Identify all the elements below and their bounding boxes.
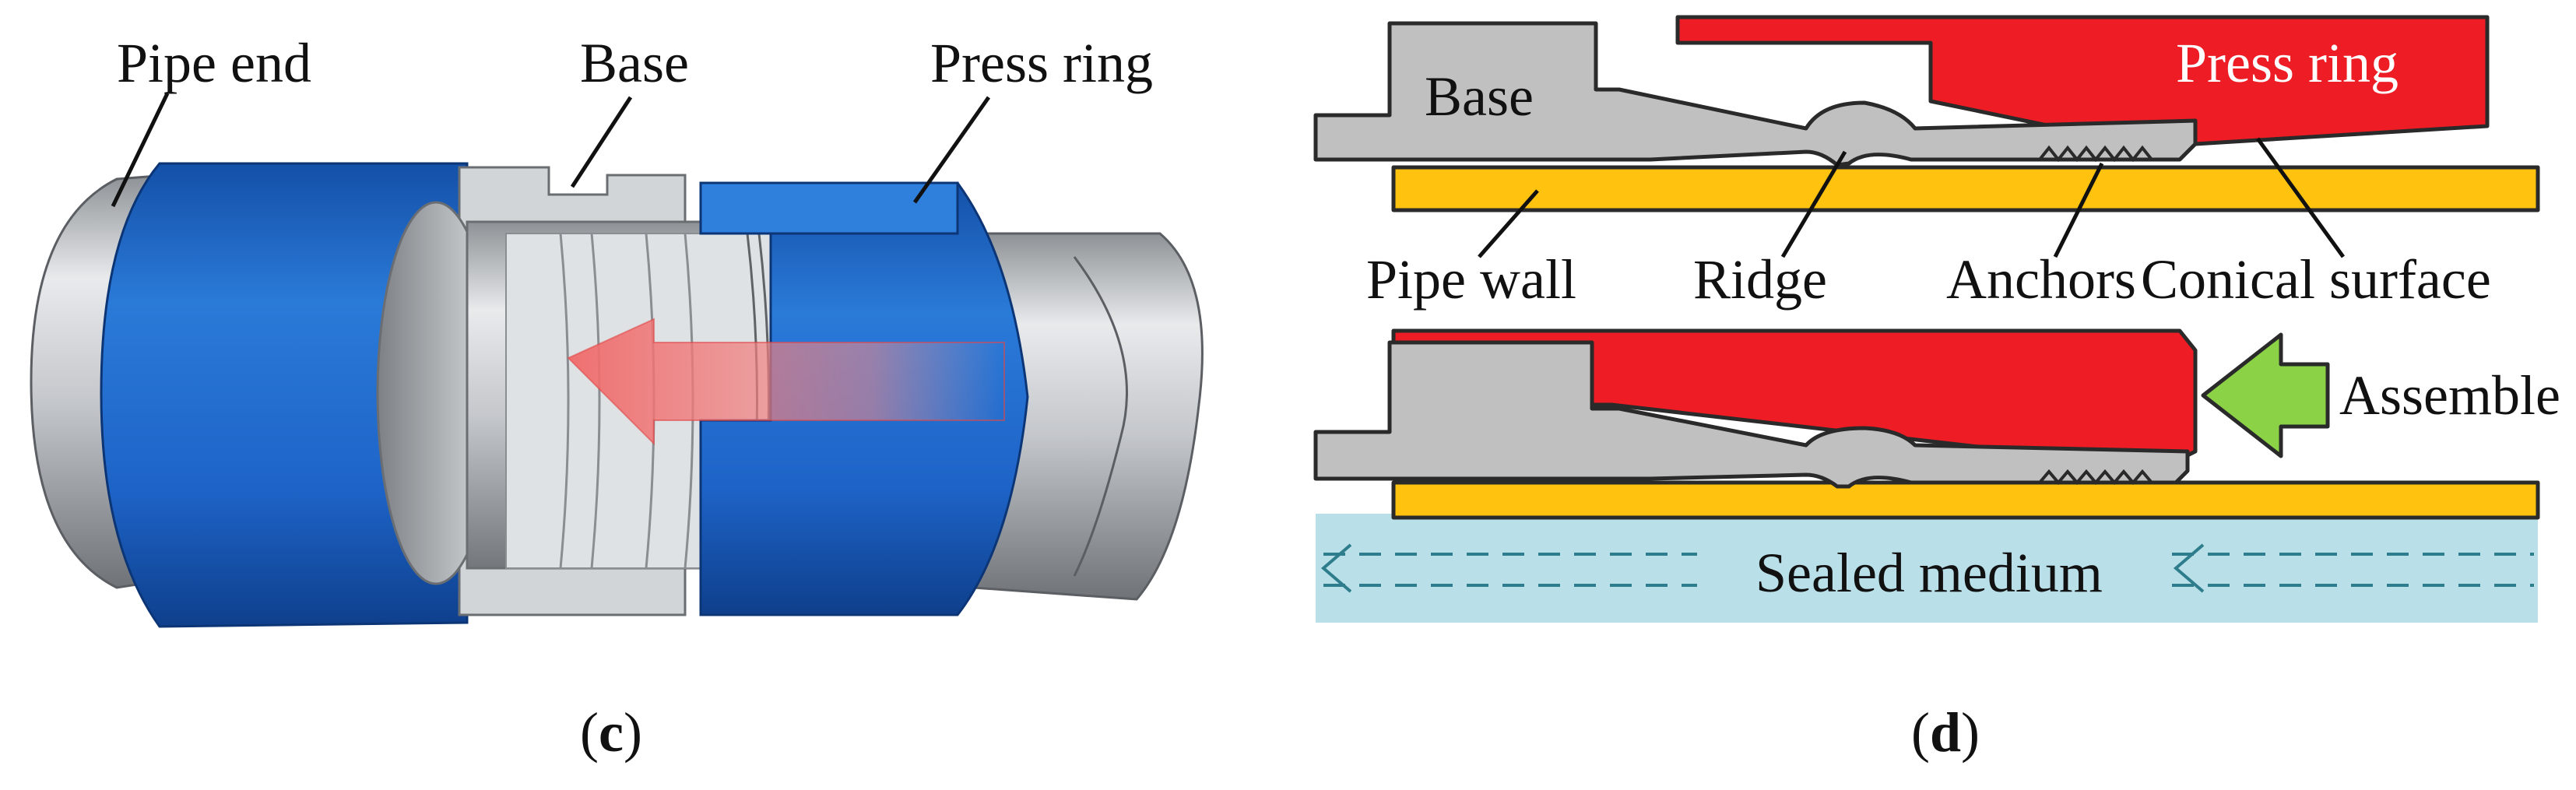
flow-lines bbox=[1323, 553, 2534, 587]
label-pipe-end: Pipe end bbox=[117, 32, 311, 94]
label-anchors: Anchors bbox=[1946, 248, 2136, 311]
sealed-medium-region bbox=[1316, 514, 2538, 623]
leader-press-ring-c bbox=[912, 96, 991, 204]
label-press-ring-d: Press ring bbox=[2176, 32, 2399, 94]
label-base-c: Base bbox=[580, 32, 689, 94]
pipe-right-inner bbox=[1073, 256, 1128, 577]
panel-d: Base Press ring Pipe wall Ridge Anchors … bbox=[1313, 15, 2560, 764]
leader-pipe-wall bbox=[1478, 189, 1539, 258]
press-ring-cut-top bbox=[699, 181, 959, 235]
leader-ridge bbox=[1780, 150, 1847, 258]
leader-conical-surface bbox=[2255, 137, 2346, 258]
label-base-d: Base bbox=[1425, 65, 1534, 128]
anchors-teeth-bottom bbox=[2038, 469, 2153, 486]
panel-c: Pipe end Base Press ring (c) bbox=[30, 32, 1204, 764]
left-blue-sleeve bbox=[100, 162, 469, 628]
base-top bbox=[1313, 21, 2198, 167]
leader-anchors bbox=[2053, 162, 2104, 258]
label-assemble: Assemble bbox=[2339, 364, 2560, 427]
caption-d: (d) bbox=[1911, 701, 1980, 764]
pipe-wall-bottom bbox=[1391, 480, 2540, 520]
label-ridge: Ridge bbox=[1693, 248, 1827, 311]
assemble-arrow bbox=[2201, 332, 2330, 458]
label-conical-surface: Conical surface bbox=[2141, 248, 2491, 311]
pipe-wall-top bbox=[1391, 165, 2540, 212]
assembly-arrow bbox=[567, 318, 1005, 446]
label-press-ring-c: Press ring bbox=[930, 32, 1153, 94]
flow-chevrons bbox=[1320, 543, 2205, 593]
leader-pipe-end bbox=[111, 92, 170, 208]
leader-base-c bbox=[570, 96, 633, 188]
caption-c: (c) bbox=[580, 701, 642, 764]
label-sealed-medium: Sealed medium bbox=[1755, 542, 2103, 604]
anchors-teeth-top bbox=[2038, 145, 2153, 163]
base-bottom bbox=[1313, 340, 2190, 489]
label-pipe-wall: Pipe wall bbox=[1366, 248, 1576, 311]
